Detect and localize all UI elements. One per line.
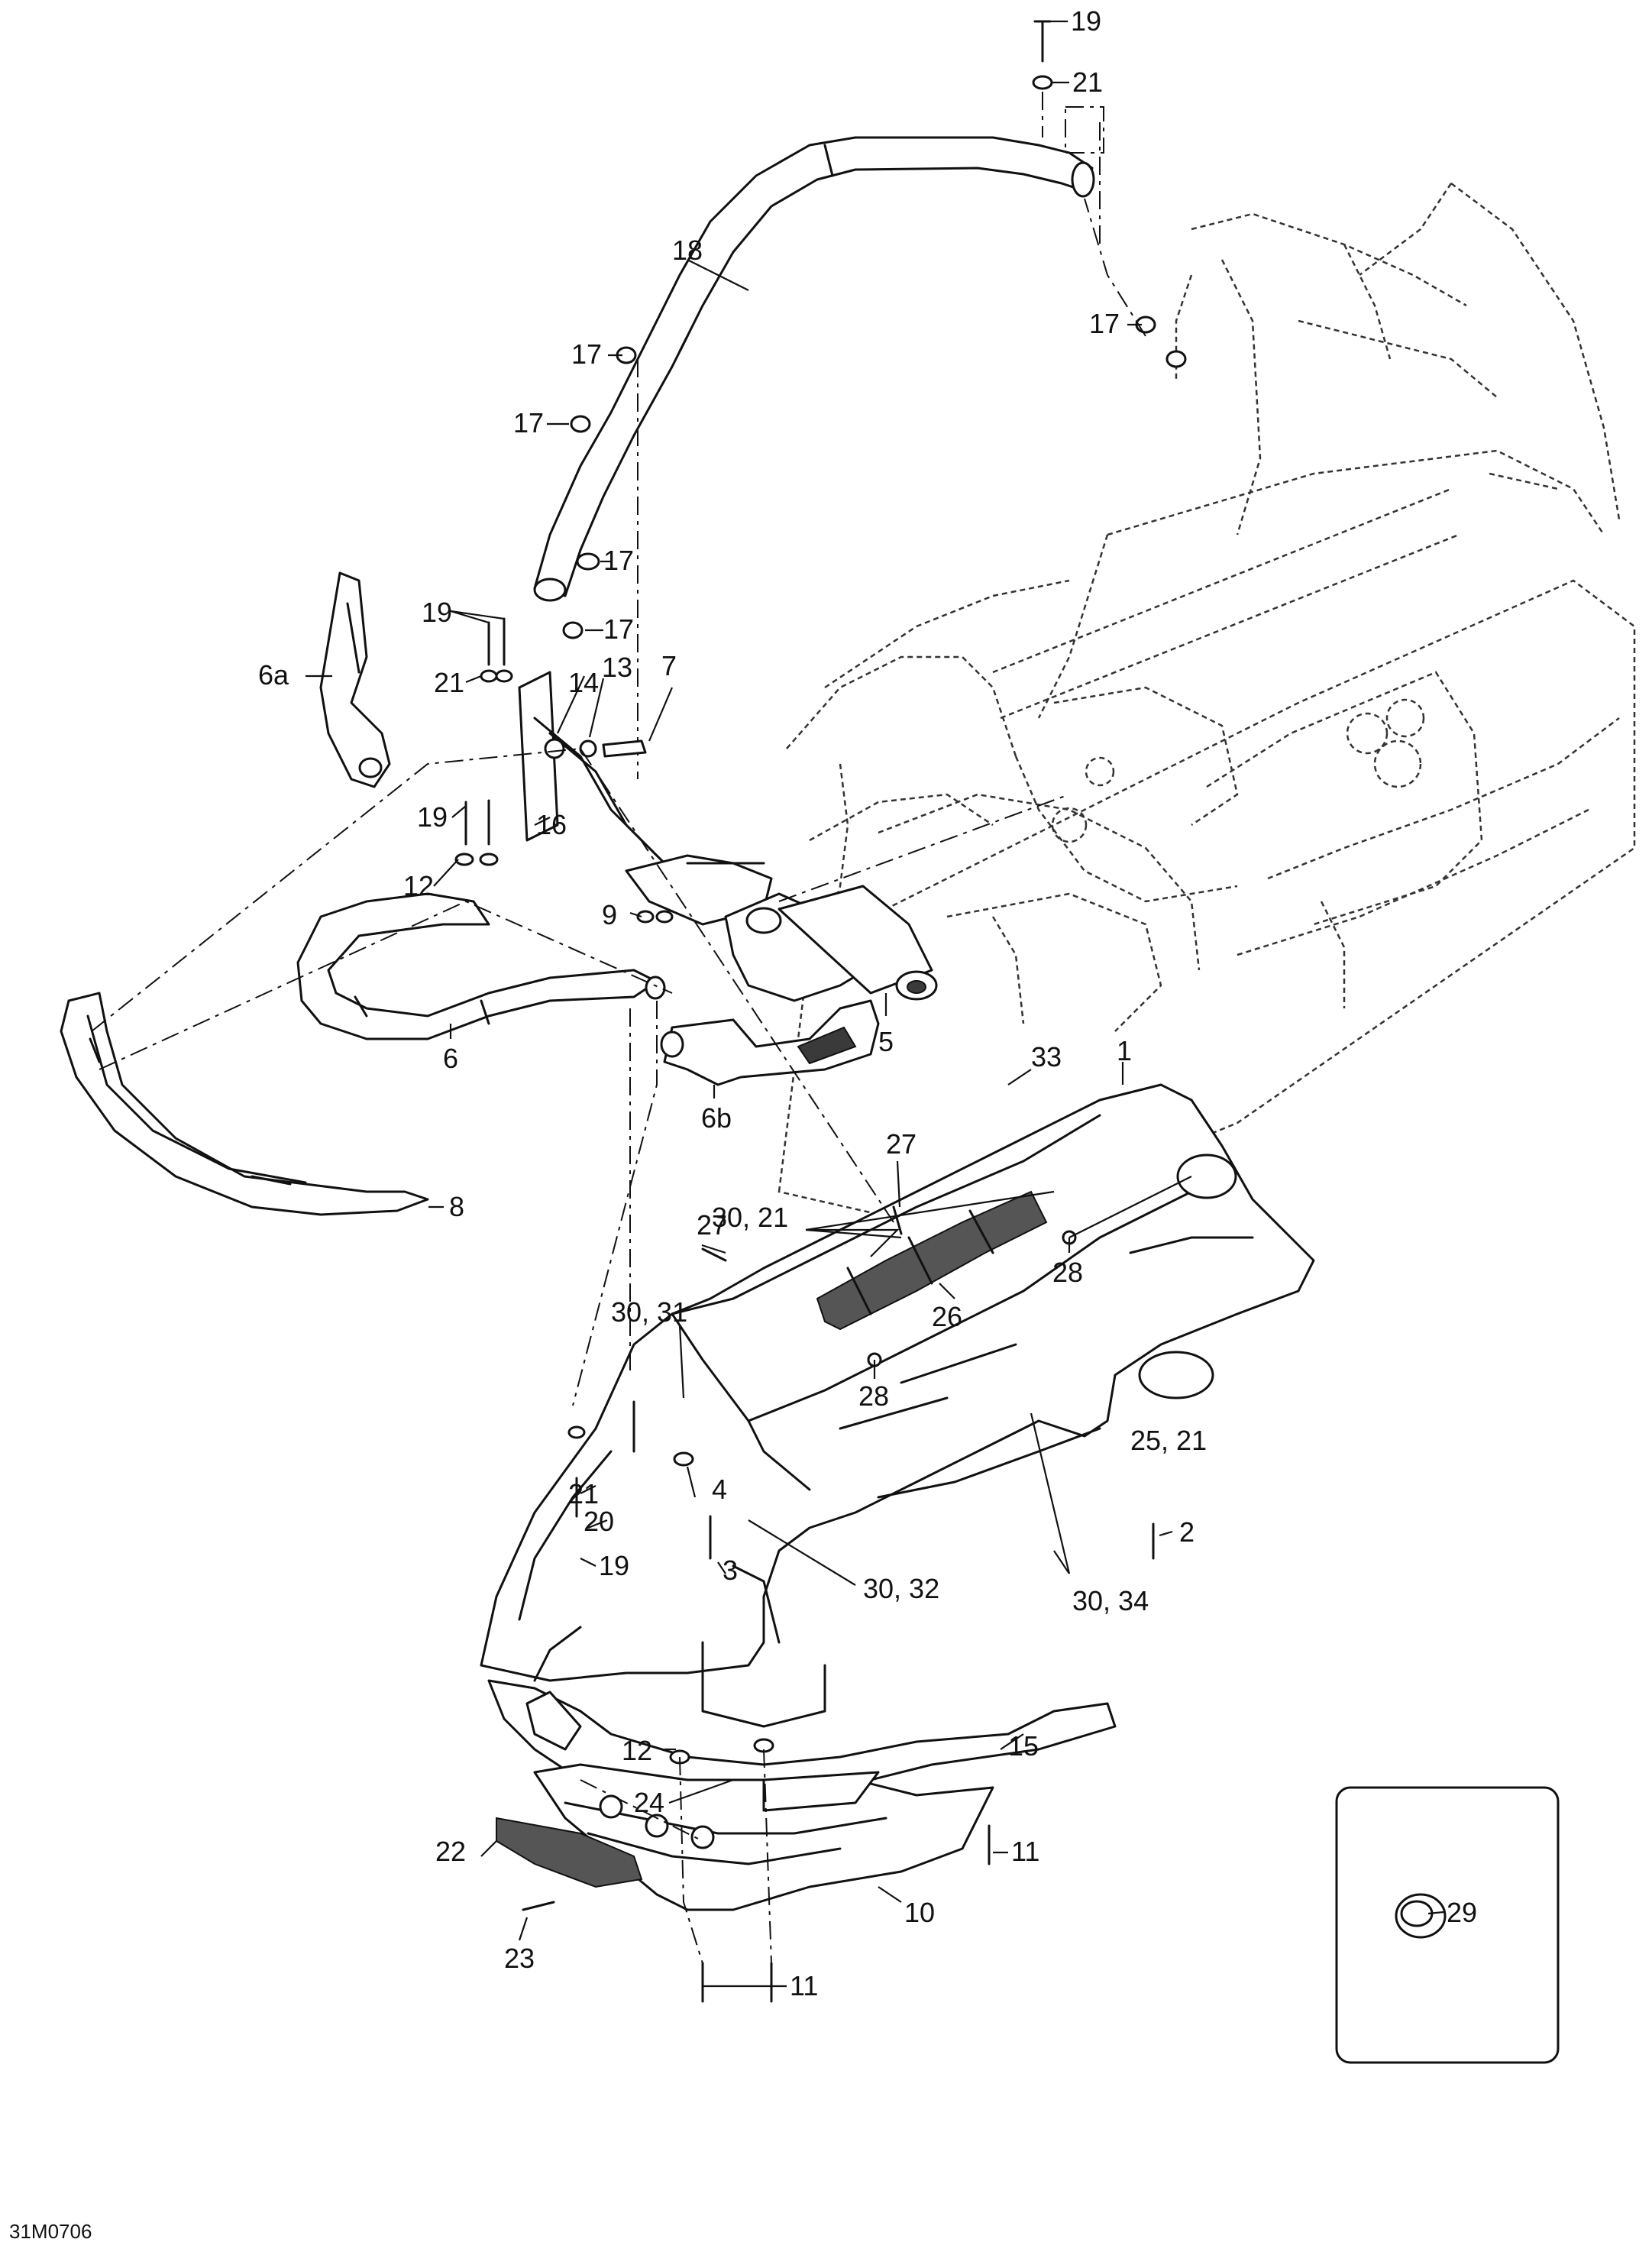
callout-11: 11 xyxy=(1011,1836,1039,1867)
callout-17: 17 xyxy=(603,613,634,645)
callout-1: 1 xyxy=(1117,1035,1132,1066)
callout-21: 21 xyxy=(434,667,464,698)
callout-3: 3 xyxy=(723,1555,738,1586)
steering-column-assembly xyxy=(518,671,938,1002)
front-bumper-tube-part xyxy=(296,892,666,1040)
callout-24: 24 xyxy=(634,1787,664,1818)
callout-14: 14 xyxy=(568,667,599,698)
callout-30-21: 30, 21 xyxy=(712,1202,788,1233)
drawing-code: 31M0706 xyxy=(9,2220,92,2243)
callout-17: 17 xyxy=(571,338,602,370)
callout-30-32: 30, 32 xyxy=(863,1573,939,1604)
callout-6: 6 xyxy=(443,1043,458,1074)
callout-21: 21 xyxy=(568,1478,599,1509)
callout-labels: 19 21 18 17 17 17 17 17 19 6a 21 14 13 7… xyxy=(258,5,1477,2001)
callout-26: 26 xyxy=(932,1301,962,1332)
fasteners xyxy=(454,20,1187,2003)
front-bumper-8-part xyxy=(60,992,429,1216)
callout-15: 15 xyxy=(1008,1730,1039,1762)
plug-29-inset xyxy=(1335,1786,1560,2064)
vehicle-frame xyxy=(778,183,1636,1231)
handlebar-part xyxy=(533,106,1104,779)
callout-6a: 6a xyxy=(258,659,289,691)
callout-18: 18 xyxy=(672,235,703,266)
callout-2: 2 xyxy=(1179,1516,1195,1548)
callout-20: 20 xyxy=(584,1506,614,1537)
callout-8: 8 xyxy=(449,1191,464,1222)
callout-7: 7 xyxy=(661,650,677,681)
callout-22: 22 xyxy=(435,1836,466,1867)
callout-5: 5 xyxy=(878,1026,894,1057)
bracket-6a-part xyxy=(319,571,391,788)
bracket-6b-part xyxy=(660,999,880,1086)
callout-29: 29 xyxy=(1447,1897,1477,1928)
callout-19: 19 xyxy=(1071,5,1101,37)
callout-9: 9 xyxy=(602,899,617,930)
callout-27: 27 xyxy=(697,1209,727,1241)
callout-30-31: 30, 31 xyxy=(611,1296,687,1328)
callout-23: 23 xyxy=(504,1943,535,1974)
callout-28: 28 xyxy=(1052,1257,1083,1288)
callout-19: 19 xyxy=(599,1550,629,1581)
skid-plate-10-part xyxy=(533,1763,994,1911)
callout-19: 19 xyxy=(417,801,448,833)
callout-17: 17 xyxy=(1089,308,1120,339)
callout-16: 16 xyxy=(536,809,567,840)
mesh-22-part xyxy=(496,1817,643,1888)
callout-21: 21 xyxy=(1072,66,1103,98)
callout-17: 17 xyxy=(603,545,634,576)
assembly-lines xyxy=(91,92,1146,1964)
callout-12: 12 xyxy=(622,1735,652,1766)
callout-12: 12 xyxy=(403,870,434,901)
callout-27: 27 xyxy=(886,1128,917,1160)
callout-17: 17 xyxy=(513,407,544,438)
callout-30-34: 30, 34 xyxy=(1072,1585,1149,1616)
callout-28: 28 xyxy=(858,1380,889,1412)
callout-6b: 6b xyxy=(701,1102,732,1134)
callout-19: 19 xyxy=(422,597,452,628)
callout-13: 13 xyxy=(602,652,632,683)
callout-4: 4 xyxy=(712,1474,727,1505)
callout-33: 33 xyxy=(1031,1041,1062,1073)
callout-10: 10 xyxy=(904,1897,935,1928)
mesh-grille-26-part xyxy=(816,1190,1048,1331)
callout-25-21: 25, 21 xyxy=(1130,1425,1207,1456)
leader-lines xyxy=(306,20,1444,1988)
callout-11: 11 xyxy=(790,1970,818,2001)
